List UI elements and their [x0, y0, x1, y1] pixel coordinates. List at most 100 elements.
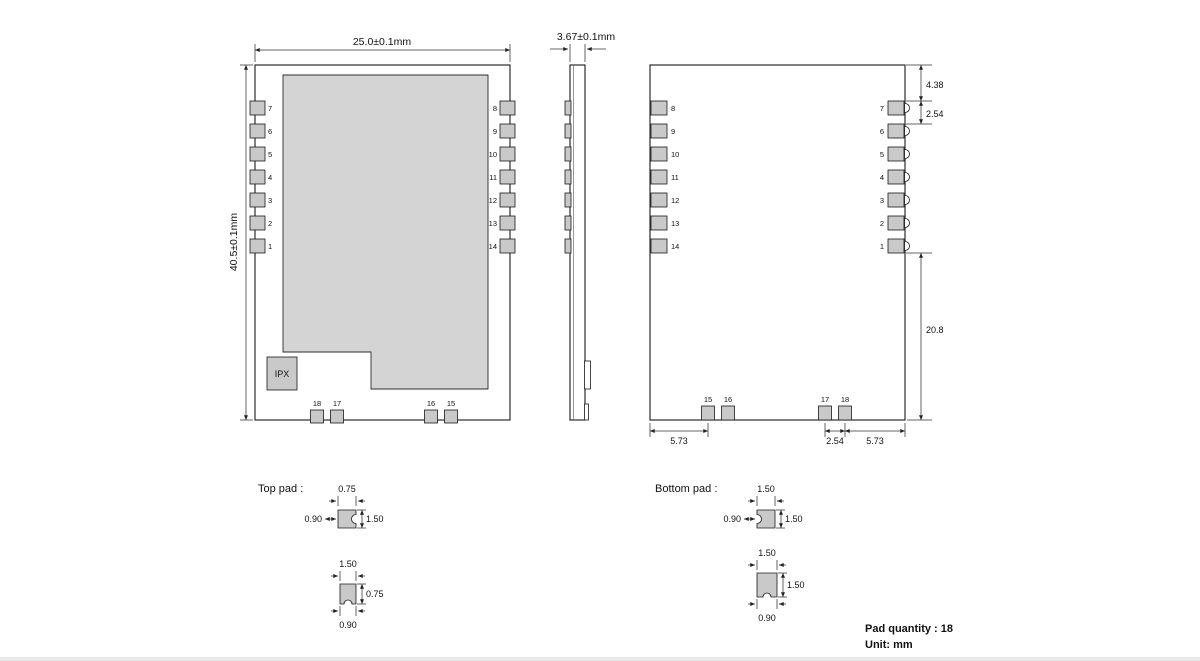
- dim-pad-b-right: 0.75: [366, 589, 384, 599]
- castellation-notch: [904, 126, 910, 136]
- dim-width: 25.0±0.1mm: [353, 36, 412, 48]
- module-outline-bottom: [649, 64, 906, 421]
- dim-pad-d-right: 1.50: [787, 580, 805, 590]
- pad-number: 17: [333, 399, 341, 408]
- pad-number: 14: [489, 242, 497, 251]
- pad-number: 6: [268, 127, 272, 136]
- pad-detail-shape: [337, 509, 357, 529]
- top-view: IPX 7 6 5 4 3 2 1 8 9 10 11 12 13 14: [228, 36, 516, 424]
- pad-number: 11: [489, 173, 497, 182]
- dim-bottom-right: 5.73: [866, 436, 884, 446]
- castellation-notch: [904, 172, 910, 182]
- pad: [650, 215, 668, 231]
- pad: [564, 100, 572, 116]
- pad-detail-shape: [756, 509, 776, 529]
- dim-pad-c-right: 1.50: [785, 514, 803, 524]
- module-outline-side: [569, 64, 586, 421]
- pad-number: 13: [489, 219, 497, 228]
- pad-profile: [584, 403, 589, 421]
- pad: [249, 192, 266, 208]
- pad: [249, 238, 266, 254]
- dim-lower-height: 20.8: [926, 325, 944, 335]
- dim-pad-b-bottom: 0.90: [339, 620, 357, 630]
- pad-number: 4: [268, 173, 272, 182]
- pad-number: 9: [493, 127, 497, 136]
- pad-number: 15: [704, 395, 712, 404]
- pad-number: 13: [671, 219, 679, 228]
- pad-number: 2: [880, 219, 884, 228]
- pad-number: 3: [268, 196, 272, 205]
- pad: [499, 146, 516, 162]
- pad: [499, 123, 516, 139]
- pad: [424, 409, 438, 424]
- castellation-notch: [904, 218, 910, 228]
- dim-pad-d-bottom: 0.90: [758, 613, 776, 623]
- dim-pad-a-right: 1.50: [366, 514, 384, 524]
- pad: [887, 146, 905, 162]
- footer-notes: Pad quantity : 18 Unit: mm: [865, 623, 953, 651]
- top-pad-detail: Top pad : 0.75 0.90 1.50 1.50 0.75 0.90: [258, 483, 384, 630]
- pad-detail-shape: [339, 583, 357, 605]
- pad: [887, 123, 905, 139]
- bottom-pad-detail: Bottom pad : 1.50 0.90 1.50 1.50 1.50 0.…: [655, 483, 805, 623]
- pad: [564, 146, 572, 162]
- top-pad-label: Top pad :: [258, 483, 303, 495]
- pad-number: 16: [724, 395, 732, 404]
- pad: [650, 100, 668, 116]
- pad-number: 2: [268, 219, 272, 228]
- castellation-notch: [904, 149, 910, 159]
- pad-number: 7: [880, 104, 884, 113]
- ipx-label: IPX: [275, 369, 290, 379]
- dim-pad-c-left: 0.90: [723, 514, 741, 524]
- pad: [887, 215, 905, 231]
- pad-number: 9: [671, 127, 675, 136]
- castellation-notch: [904, 103, 910, 113]
- shield-can: [282, 74, 489, 390]
- pad: [887, 192, 905, 208]
- dim-pad-a-top: 0.75: [338, 484, 356, 494]
- pad: [564, 169, 572, 185]
- pad: [499, 192, 516, 208]
- pad: [650, 123, 668, 139]
- pad-number: 3: [880, 196, 884, 205]
- pad-number: 17: [821, 395, 829, 404]
- pad-number: 10: [489, 150, 497, 159]
- pad: [564, 192, 572, 208]
- pad-number: 8: [671, 104, 675, 113]
- bottom-pad-label: Bottom pad :: [655, 483, 717, 495]
- castellation-notch: [904, 241, 910, 251]
- bottom-view: 8 9 10 11 12 13 14 7 6 5 4 3 2 1 15 16: [649, 64, 944, 446]
- dim-bottom-mid: 2.54: [826, 436, 844, 446]
- pad: [701, 405, 715, 421]
- pad: [650, 192, 668, 208]
- dim-height: 40.5±0.1mm: [228, 213, 240, 272]
- pad-number: 8: [493, 104, 497, 113]
- pad: [310, 409, 324, 424]
- dim-pad-d-top: 1.50: [758, 548, 776, 558]
- dim-top-offset: 4.38: [926, 80, 944, 90]
- pad: [838, 405, 852, 421]
- ipx-profile: [584, 360, 591, 390]
- pad-number: 1: [880, 242, 884, 251]
- dim-pad-a-left: 0.90: [304, 514, 322, 524]
- pad-number: 18: [841, 395, 849, 404]
- pad: [499, 169, 516, 185]
- pad-detail-shape: [756, 572, 778, 598]
- pad-number: 12: [671, 196, 679, 205]
- pad-number: 5: [268, 150, 272, 159]
- pad-number: 11: [671, 173, 679, 182]
- pad: [887, 169, 905, 185]
- pad-number: 1: [268, 242, 272, 251]
- dim-thickness: 3.67±0.1mm: [557, 31, 616, 43]
- pad-number: 12: [489, 196, 497, 205]
- pad-number: 16: [427, 399, 435, 408]
- pad-number: 14: [671, 242, 679, 251]
- pad-number: 4: [880, 173, 884, 182]
- pad-number: 7: [268, 104, 272, 113]
- pad: [721, 405, 735, 421]
- pad: [564, 123, 572, 139]
- pad: [249, 215, 266, 231]
- pad: [650, 146, 668, 162]
- dim-bottom-left: 5.73: [670, 436, 688, 446]
- pad: [249, 123, 266, 139]
